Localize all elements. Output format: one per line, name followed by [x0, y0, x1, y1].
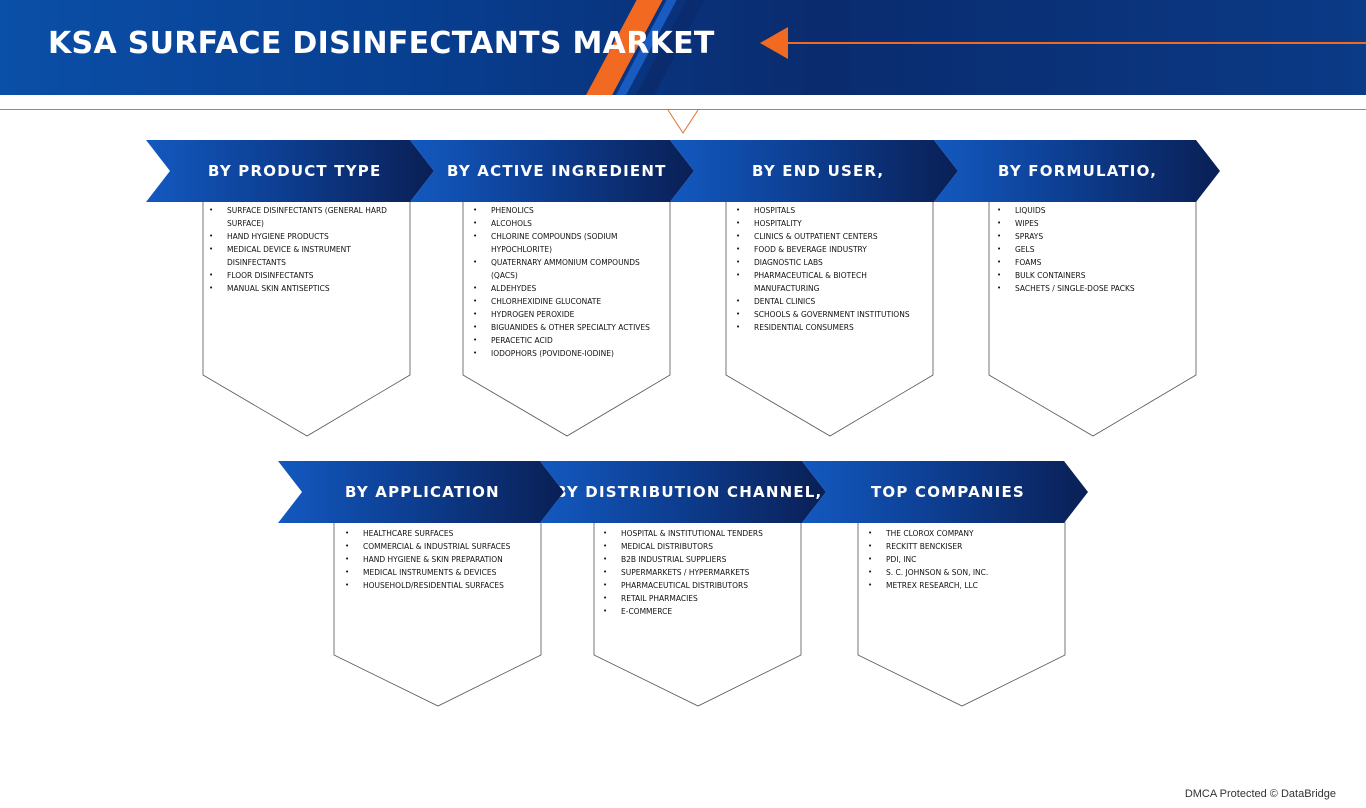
- tab-by-product-type: BY PRODUCT TYPE: [146, 140, 434, 202]
- list-item: •Medical distributors: [603, 542, 713, 551]
- list-item: •Surface disinfectants (general hard sur…: [209, 206, 387, 228]
- tab-by-application: BY APPLICATION: [278, 461, 564, 523]
- list-item: •E-commerce: [603, 607, 673, 616]
- item-list: •Phenolics •Alcohols •Chlorine compounds…: [473, 204, 659, 360]
- list-item: •Hydrogen peroxide: [473, 310, 575, 319]
- list-item: •Liquids: [997, 206, 1046, 215]
- list-item: •Hospital & institutional tenders: [603, 529, 763, 538]
- list-item: •Phenolics: [473, 206, 534, 215]
- divider-line: [0, 109, 1366, 110]
- tab-label: BY PRODUCT TYPE: [208, 162, 382, 180]
- tab-label: BY FORMULATIO,: [998, 162, 1158, 180]
- tab-label: BY END USER,: [752, 162, 885, 180]
- divider-notch: [667, 109, 699, 134]
- tab-by-distribution-channel: BY DISTRIBUTION CHANNEL,: [540, 461, 826, 523]
- tab-top-companies: TOP COMPANIES: [802, 461, 1088, 523]
- list-item: •Aldehydes: [473, 284, 537, 293]
- item-list: •Surface disinfectants (general hard sur…: [209, 204, 399, 295]
- list-item: •Sprays: [997, 232, 1044, 241]
- list-item: •Manual skin antiseptics: [209, 284, 330, 293]
- list-item: •Diagnostic labs: [736, 258, 823, 267]
- item-list: •Healthcare surfaces •Commercial & indus…: [345, 527, 531, 592]
- page-title: KSA SURFACE DISINFECTANTS MARKET: [48, 26, 715, 61]
- list-item: •Medical device & instrument disinfectan…: [209, 245, 351, 267]
- list-item: •Chlorhexidine gluconate: [473, 297, 602, 306]
- list-item: •Hand hygiene & skin preparation: [345, 555, 503, 564]
- footer-credit: DMCA Protected © DataBridge: [1184, 788, 1336, 800]
- list-item: •Floor disinfectants: [209, 271, 314, 280]
- list-item: •Household/residential surfaces: [345, 581, 504, 590]
- list-item: •Retail pharmacies: [603, 594, 698, 603]
- list-item: •S. C. Johnson & Son, Inc.: [868, 568, 989, 577]
- list-item: •Peracetic acid: [473, 336, 553, 345]
- list-item: •Foams: [997, 258, 1042, 267]
- item-list: •The Clorox Company •Reckitt Benckiser •…: [868, 527, 1058, 592]
- list-item: •Schools & government institutions: [736, 310, 910, 319]
- list-item: •Bulk containers: [997, 271, 1086, 280]
- list-item: •Wipes: [997, 219, 1039, 228]
- list-item: •Dental clinics: [736, 297, 816, 306]
- list-item: •Chlorine compounds (sodium hypochlorite…: [473, 232, 618, 254]
- list-item: •Supermarkets / hypermarkets: [603, 568, 750, 577]
- arrow-left-icon: [760, 27, 788, 59]
- tab-label: TOP COMPANIES: [871, 483, 1025, 501]
- list-item: •Reckitt Benckiser: [868, 542, 963, 551]
- list-item: •Sachets / single-dose packs: [997, 284, 1135, 293]
- arrow-line: [780, 42, 1366, 44]
- list-item: •Biguanides & other specialty actives: [473, 323, 650, 332]
- list-item: •Alcohols: [473, 219, 532, 228]
- list-item: •Iodophors (povidone-iodine): [473, 349, 614, 358]
- list-item: •Food & beverage industry: [736, 245, 867, 254]
- tab-by-active-ingredient: BY ACTIVE INGREDIENT: [410, 140, 694, 202]
- list-item: •Pharmaceutical distributors: [603, 581, 749, 590]
- list-item: •Gels: [997, 245, 1035, 254]
- list-item: •Hospitality: [736, 219, 802, 228]
- tab-label: BY DISTRIBUTION CHANNEL,: [555, 483, 823, 501]
- list-item: •Clinics & outpatient centers: [736, 232, 878, 241]
- list-item: •Residential consumers: [736, 323, 854, 332]
- tab-label: BY APPLICATION: [345, 483, 500, 501]
- list-item: •Hand hygiene products: [209, 232, 329, 241]
- tab-by-formulation: BY FORMULATIO,: [934, 140, 1220, 202]
- header-banner: KSA SURFACE DISINFECTANTS MARKET: [0, 0, 1366, 95]
- item-list: •Hospitals •Hospitality •Clinics & outpa…: [736, 204, 922, 334]
- list-item: •Pharmaceutical & biotech manufacturing: [736, 271, 867, 293]
- list-item: •PDI, Inc: [868, 555, 917, 564]
- list-item: •Commercial & industrial surfaces: [345, 542, 511, 551]
- list-item: •Hospitals: [736, 206, 796, 215]
- list-item: •Quaternary ammonium compounds (QACs): [473, 258, 640, 280]
- item-list: •Liquids •Wipes •Sprays •Gels •Foams •Bu…: [997, 204, 1187, 295]
- item-list: •Hospital & institutional tenders •Medic…: [603, 527, 793, 618]
- list-item: •The Clorox Company: [868, 529, 974, 538]
- list-item: •Metrex Research, LLC: [868, 581, 978, 590]
- tab-label: BY ACTIVE INGREDIENT: [447, 162, 667, 180]
- list-item: •Healthcare surfaces: [345, 529, 454, 538]
- list-item: •B2B industrial suppliers: [603, 555, 727, 564]
- tab-by-end-user: BY END USER,: [670, 140, 958, 202]
- list-item: •Medical instruments & devices: [345, 568, 497, 577]
